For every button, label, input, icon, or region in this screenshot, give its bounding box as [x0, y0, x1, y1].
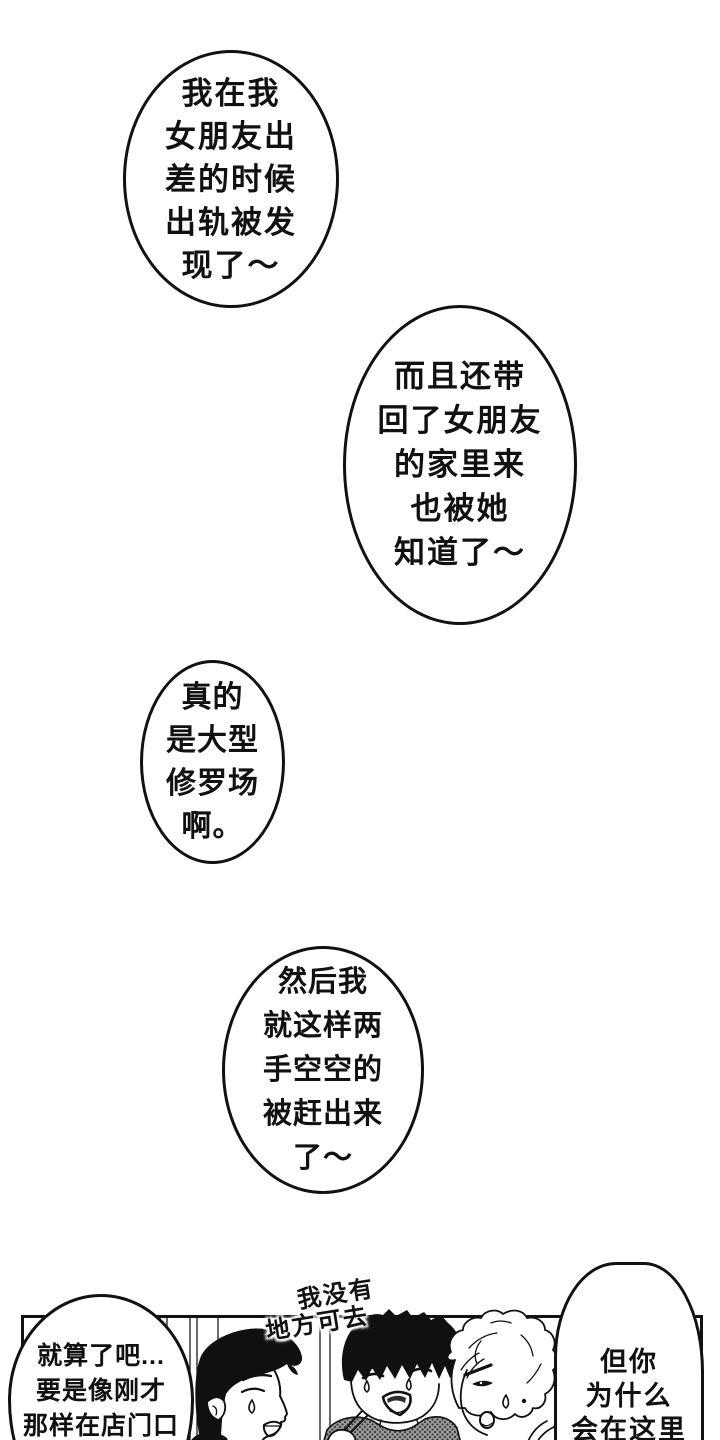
panel-artwork — [159, 1309, 561, 1440]
speech-bubble-1-text: 我在我 女朋友出 差的时候 出轨被发 现了～ — [165, 75, 297, 283]
speech-bubble-4: 然后我 就这样两 手空空的 被赶出来 了～ — [222, 946, 424, 1194]
annoyed-blonde-person — [446, 1309, 561, 1440]
speech-bubble-4-text: 然后我 就这样两 手空空的 被赶出来 了～ — [262, 966, 383, 1174]
speech-bubble-1: 我在我 女朋友出 差的时候 出轨被发 现了～ — [123, 50, 339, 308]
speech-bubble-2: 而且还带 回了女朋友 的家里来 也被她 知道了～ — [343, 305, 577, 625]
speech-bubble-3-text: 真的 是大型 修罗场 啊。 — [166, 681, 259, 843]
speech-bubble-3: 真的 是大型 修罗场 啊。 — [140, 660, 285, 864]
speech-bubble-panel-right-text: 但你 为什么 会在这里 — [571, 1347, 687, 1440]
speech-bubble-2-text: 而且还带 回了女朋友 的家里来 也被她 知道了～ — [377, 359, 543, 570]
speech-bubble-panel-right: 但你 为什么 会在这里 — [554, 1262, 704, 1440]
black-haired-man-profile — [191, 1328, 303, 1440]
speech-bubble-panel-left-text: 就算了吧... 要是像刚才 那样在店门口 — [22, 1342, 179, 1440]
crying-black-haired-man — [323, 1309, 462, 1440]
